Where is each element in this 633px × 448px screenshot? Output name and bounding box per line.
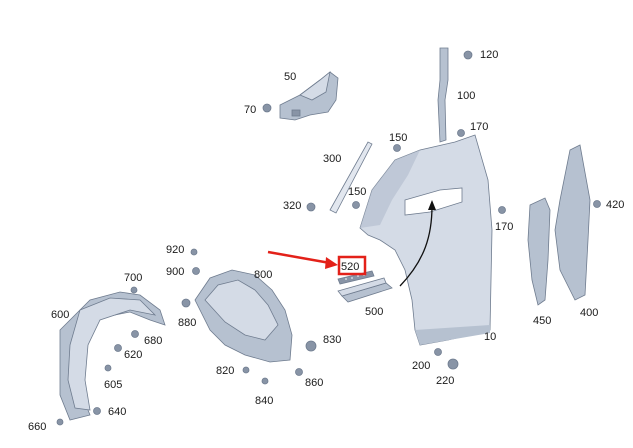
label-900: 900 bbox=[166, 266, 184, 278]
fastener-150a bbox=[393, 144, 401, 152]
fastener-830 bbox=[305, 340, 317, 352]
fastener-860 bbox=[295, 368, 303, 376]
label-920: 920 bbox=[166, 244, 184, 256]
fastener-620 bbox=[114, 344, 122, 352]
label-150a: 150 bbox=[389, 132, 407, 144]
relocation-arrow-head bbox=[428, 200, 436, 210]
label-660: 660 bbox=[28, 421, 46, 433]
seal-part-300 bbox=[329, 141, 373, 214]
fastener-840 bbox=[261, 377, 269, 385]
label-840: 840 bbox=[255, 395, 273, 407]
trim-part-500 bbox=[337, 277, 393, 303]
fastener-420 bbox=[593, 200, 601, 208]
fender-part-10 bbox=[359, 134, 493, 346]
label-170b: 170 bbox=[495, 221, 513, 233]
label-880: 880 bbox=[178, 317, 196, 329]
label-800: 800 bbox=[254, 269, 272, 281]
label-220: 220 bbox=[436, 375, 454, 387]
label-600: 600 bbox=[51, 309, 69, 321]
label-170a: 170 bbox=[470, 121, 488, 133]
label-520: 520 bbox=[341, 261, 359, 273]
label-640: 640 bbox=[108, 406, 126, 418]
label-860: 860 bbox=[305, 377, 323, 389]
label-700: 700 bbox=[124, 272, 142, 284]
fastener-920 bbox=[190, 248, 198, 256]
strip-part-450 bbox=[527, 197, 551, 306]
liner-part-800 bbox=[194, 269, 293, 363]
highlight-box-520 bbox=[337, 255, 367, 276]
fastener-680 bbox=[131, 330, 139, 338]
fastener-660 bbox=[56, 418, 64, 426]
fastener-880 bbox=[181, 298, 191, 308]
highlight-arrow-head bbox=[325, 257, 338, 269]
label-300: 300 bbox=[323, 153, 341, 165]
label-120: 120 bbox=[480, 49, 498, 61]
fastener-170b bbox=[498, 206, 506, 214]
fastener-200 bbox=[434, 348, 442, 356]
relocation-arrow bbox=[399, 205, 433, 287]
label-605: 605 bbox=[104, 379, 122, 391]
bracket-part-50 bbox=[279, 71, 339, 121]
label-100: 100 bbox=[457, 90, 475, 102]
fastener-170a bbox=[457, 129, 465, 137]
fastener-70 bbox=[262, 103, 272, 113]
label-830: 830 bbox=[323, 334, 341, 346]
label-820: 820 bbox=[216, 365, 234, 377]
label-70: 70 bbox=[244, 104, 256, 116]
highlight-arrow-line bbox=[267, 250, 331, 265]
fastener-605 bbox=[104, 364, 112, 372]
label-420: 420 bbox=[606, 199, 624, 211]
fastener-group bbox=[56, 50, 601, 426]
fastener-640 bbox=[93, 407, 101, 415]
label-320: 320 bbox=[283, 200, 301, 212]
label-50: 50 bbox=[284, 71, 296, 83]
label-680: 680 bbox=[144, 335, 162, 347]
label-150b: 150 bbox=[348, 186, 366, 198]
label-500: 500 bbox=[365, 306, 383, 318]
fastener-320 bbox=[306, 202, 316, 212]
label-620: 620 bbox=[124, 349, 142, 361]
fastener-150b bbox=[352, 201, 360, 209]
label-200: 200 bbox=[412, 360, 430, 372]
bracket-part-100 bbox=[437, 47, 449, 143]
fastener-120 bbox=[463, 50, 473, 60]
liner-part-600 bbox=[59, 291, 166, 421]
fastener-700 bbox=[130, 286, 138, 294]
fastener-900 bbox=[192, 267, 200, 275]
fastener-220 bbox=[447, 358, 459, 370]
label-400: 400 bbox=[580, 307, 598, 319]
fastener-820 bbox=[242, 366, 250, 374]
panel-part-400 bbox=[554, 144, 591, 301]
label-10: 10 bbox=[484, 331, 496, 343]
label-450: 450 bbox=[533, 315, 551, 327]
